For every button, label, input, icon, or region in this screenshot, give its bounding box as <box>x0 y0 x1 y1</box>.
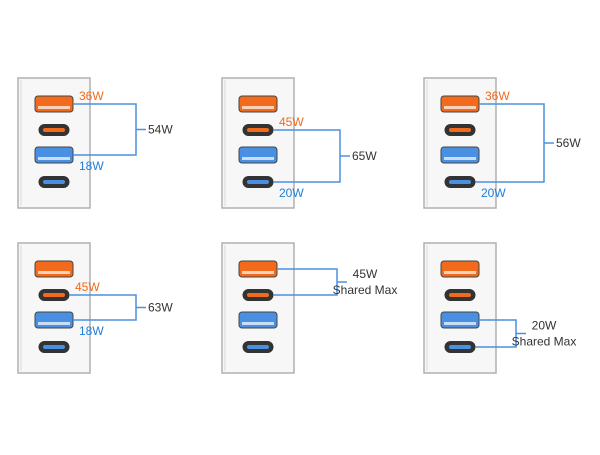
total-wattage-label: 63W <box>148 301 173 315</box>
charger-panel-5: 45W Shared Max <box>221 242 398 374</box>
usb-c-tongue <box>449 180 471 184</box>
bottom-wattage-label: 18W <box>79 159 104 173</box>
top-wattage-label: 36W <box>79 89 104 103</box>
usb-c-tongue <box>247 128 269 132</box>
usb-a-orange-port <box>440 95 480 113</box>
shared-max-label: Shared Max <box>333 283 398 297</box>
top-wattage-label: 45W <box>75 280 100 294</box>
usb-a-contact <box>242 271 274 274</box>
charger-panel-4: 45W 18W 63W <box>17 242 173 374</box>
shared-wattage-label: 45W <box>353 267 378 281</box>
usb-a-orange-port <box>238 260 278 278</box>
shared-max-label: Shared Max <box>512 335 577 349</box>
top-wattage-label: 45W <box>279 115 304 129</box>
usb-c-tongue <box>43 345 65 349</box>
usb-a-orange-port <box>34 260 74 278</box>
top-wattage-label: 36W <box>485 89 510 103</box>
bottom-wattage-label: 20W <box>481 186 506 200</box>
usb-a-blue-port <box>238 311 278 329</box>
usb-a-contact <box>444 157 476 160</box>
usb-c-tongue <box>449 128 471 132</box>
usb-c-tongue <box>43 293 65 297</box>
usb-c-tongue <box>247 293 269 297</box>
shared-wattage-label: 20W <box>532 319 557 333</box>
usb-a-contact <box>444 322 476 325</box>
usb-a-contact <box>242 157 274 160</box>
usb-c-tongue <box>247 345 269 349</box>
total-wattage-label: 65W <box>352 149 377 163</box>
usb-c-tongue <box>43 128 65 132</box>
bottom-wattage-label: 18W <box>79 324 104 338</box>
usb-a-contact <box>242 106 274 109</box>
usb-a-contact <box>38 271 70 274</box>
usb-c-tongue <box>43 180 65 184</box>
charger-panel-1: 36W 18W 54W <box>17 77 173 209</box>
charger-panel-6: 20W Shared Max <box>423 242 577 374</box>
usb-c-tongue <box>247 180 269 184</box>
usb-a-orange-port <box>440 260 480 278</box>
total-wattage-label: 56W <box>556 136 581 150</box>
usb-a-blue-port <box>440 311 480 329</box>
usb-a-blue-port <box>34 311 74 329</box>
usb-c-tongue <box>449 293 471 297</box>
usb-a-contact <box>444 106 476 109</box>
usb-a-orange-port <box>238 95 278 113</box>
usb-a-contact <box>444 271 476 274</box>
charger-panel-3: 36W 20W 56W <box>423 77 581 209</box>
bottom-wattage-label: 20W <box>279 186 304 200</box>
total-wattage-label: 54W <box>148 123 173 137</box>
usb-a-blue-port <box>34 146 74 164</box>
usb-a-orange-port <box>34 95 74 113</box>
usb-a-contact <box>242 322 274 325</box>
usb-a-contact <box>38 106 70 109</box>
usb-a-contact <box>38 322 70 325</box>
usb-c-tongue <box>449 345 471 349</box>
usb-a-blue-port <box>238 146 278 164</box>
usb-a-blue-port <box>440 146 480 164</box>
charger-panel-2: 45W 20W 65W <box>221 77 377 209</box>
usb-a-contact <box>38 157 70 160</box>
